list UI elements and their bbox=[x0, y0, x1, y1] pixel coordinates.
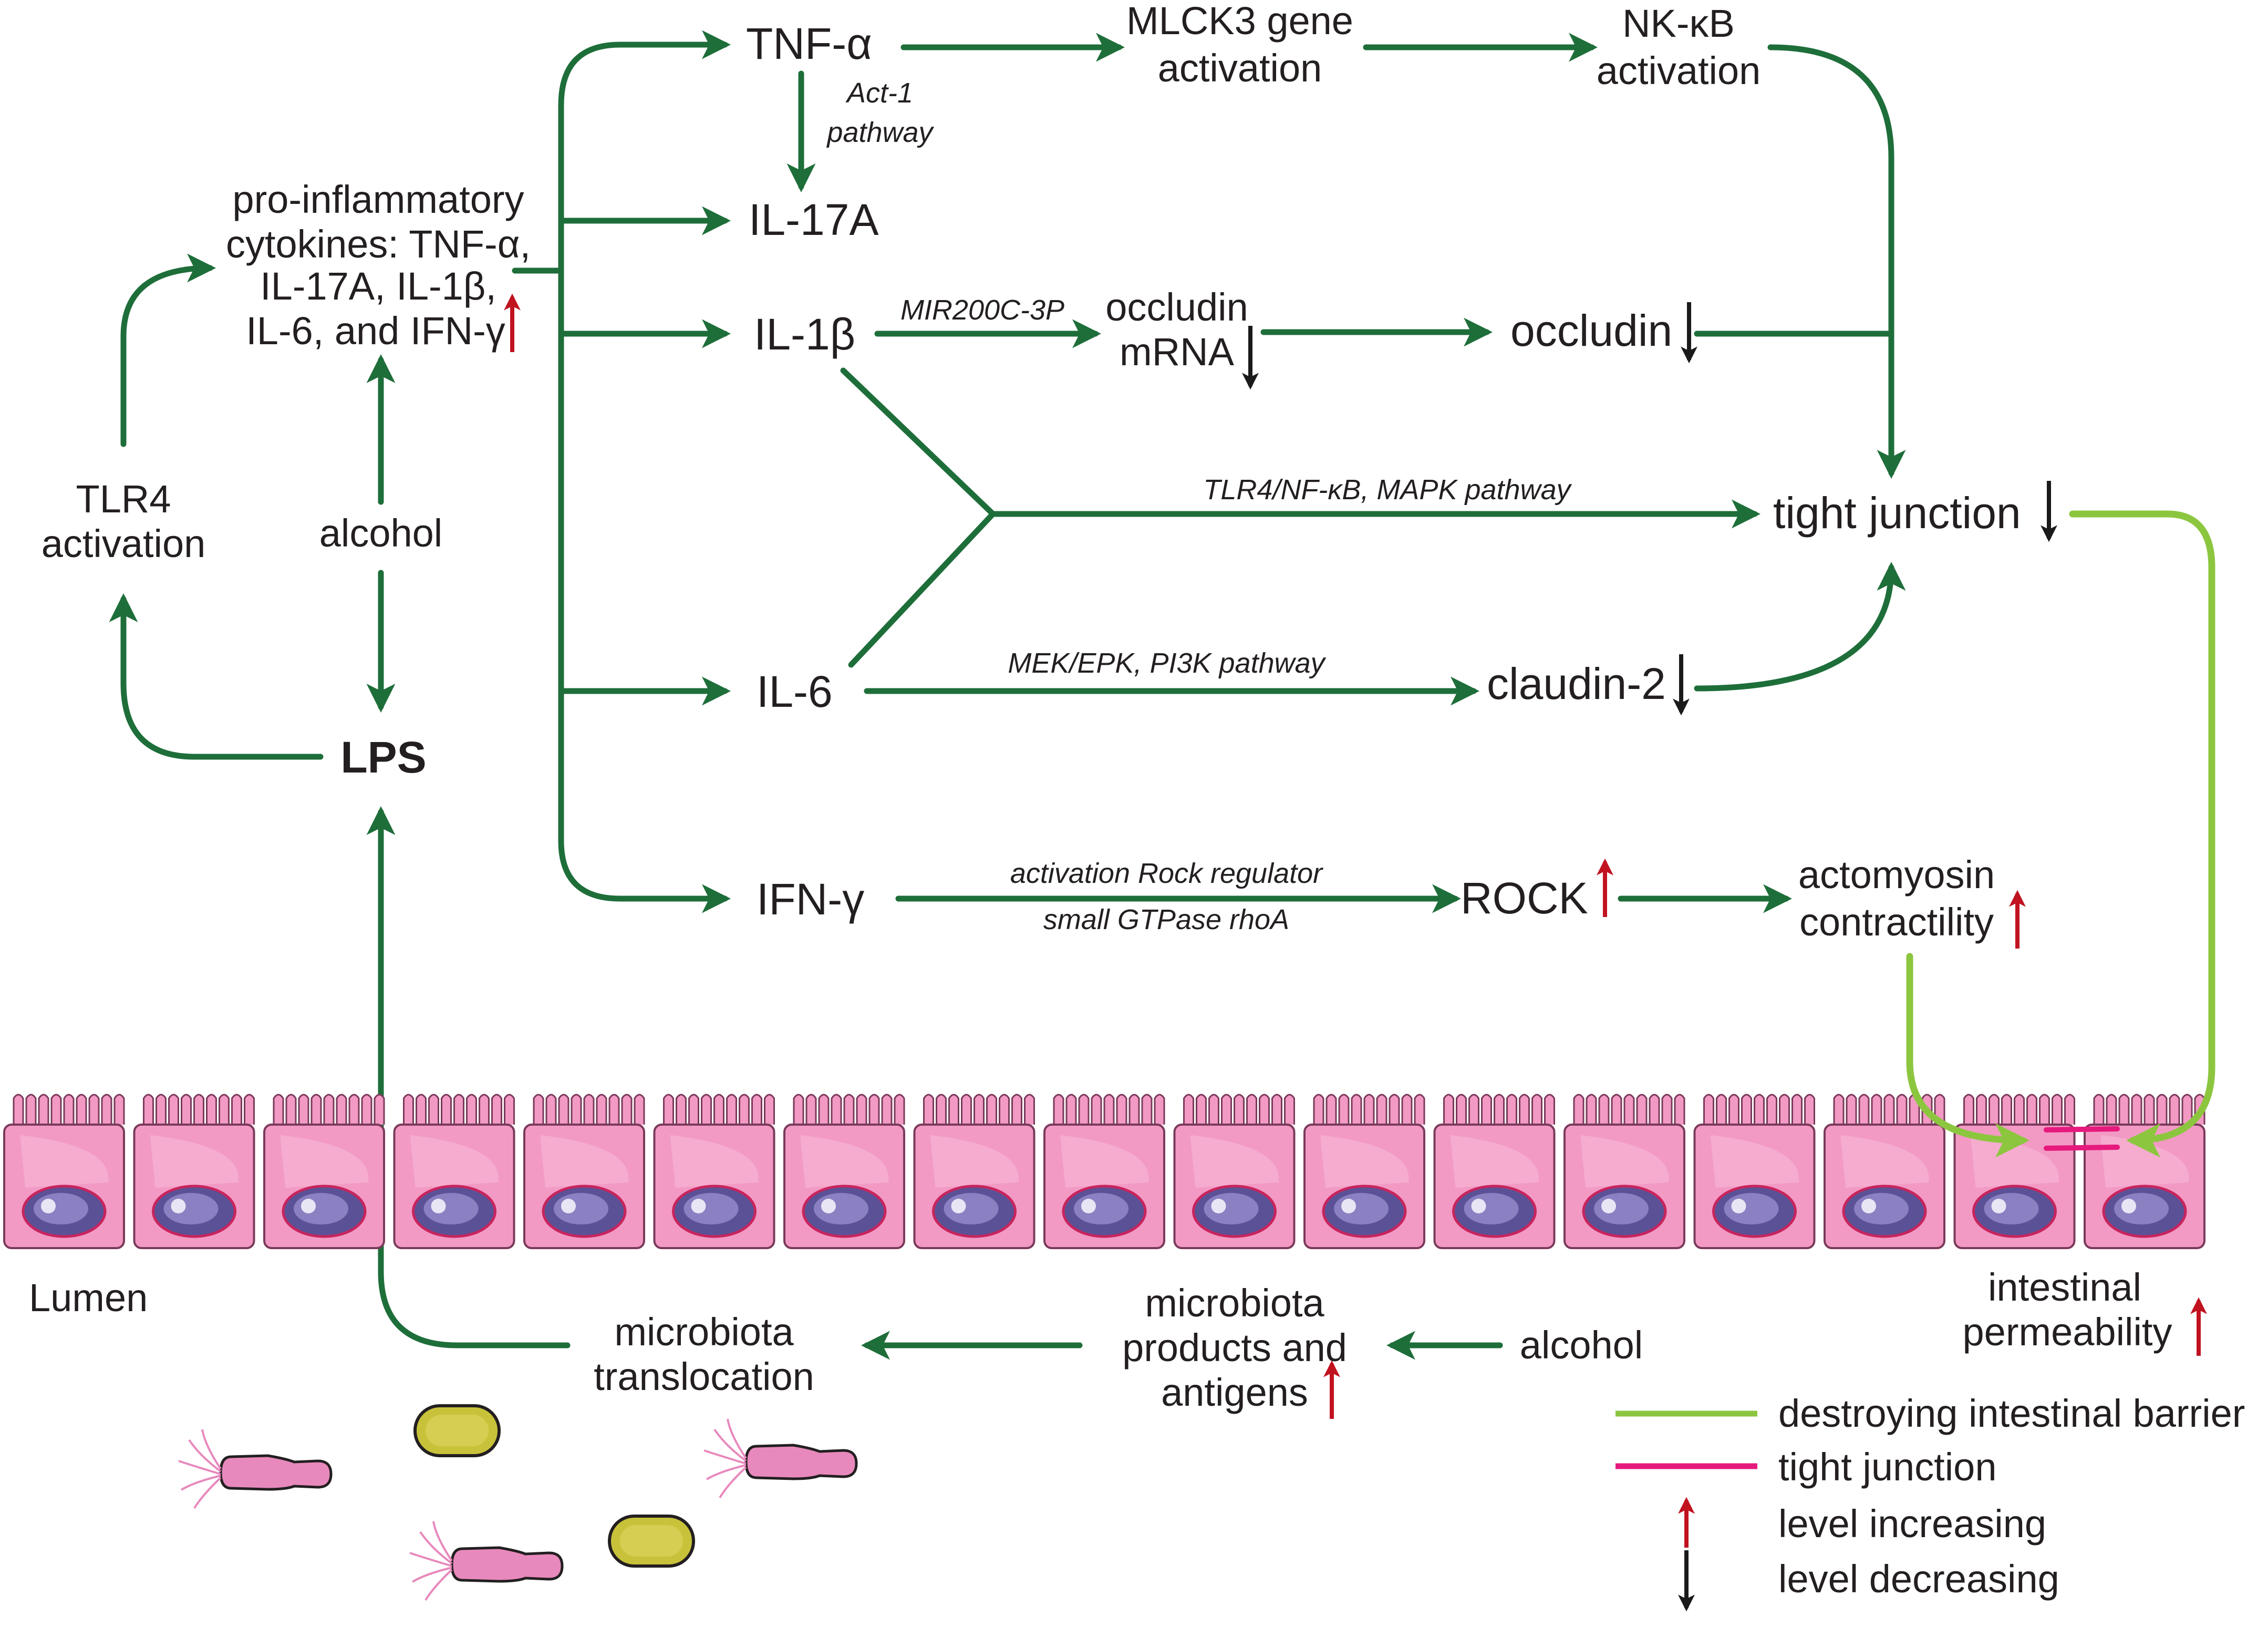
occludin-mrna-line1: occludin bbox=[1105, 285, 1248, 329]
arrow-translocation-to-lps bbox=[366, 806, 571, 1348]
legend-label-3: level decreasing bbox=[1778, 1557, 2059, 1601]
epithelial-cell bbox=[783, 1094, 905, 1249]
nkkb-label-line2: activation bbox=[1597, 49, 1761, 92]
translocation-label-line2: translocation bbox=[594, 1355, 814, 1398]
epithelial-cell bbox=[1824, 1094, 1945, 1249]
epithelial-cell bbox=[263, 1094, 385, 1249]
rod-bacterium-2-icon bbox=[703, 1418, 858, 1499]
tlr4-label-line1: TLR4 bbox=[76, 477, 171, 521]
epithelial-cell bbox=[133, 1094, 255, 1249]
il6-label: IL-6 bbox=[757, 667, 833, 716]
mlck3-label-line1: MLCK3 gene bbox=[1126, 0, 1353, 43]
occludin-label: occludin bbox=[1510, 306, 1672, 355]
lps-label: LPS bbox=[340, 733, 426, 782]
translocation-label-line1: microbiota bbox=[614, 1310, 794, 1354]
epithelial-cell bbox=[2084, 1094, 2205, 1249]
rock-regulator-label: activation Rock regulator bbox=[1010, 858, 1323, 889]
fork-il6 bbox=[848, 511, 996, 668]
rock-label: ROCK bbox=[1461, 873, 1588, 923]
epithelial-cell bbox=[523, 1094, 645, 1249]
arrow-tj-to-barrier bbox=[2069, 510, 2215, 1158]
legend-label-2: level increasing bbox=[1778, 1502, 2046, 1546]
level-indicators bbox=[504, 293, 2207, 1419]
tnf-label: TNF-α bbox=[746, 19, 872, 68]
tlr4-label-line2: activation bbox=[42, 522, 206, 565]
legend: destroying intestinal barrier tight junc… bbox=[1615, 1392, 2245, 1612]
bacteria-group bbox=[178, 1404, 858, 1601]
oval-bacterium-2-icon bbox=[608, 1515, 695, 1568]
permeability-label-line2: permeability bbox=[1963, 1310, 2172, 1354]
epithelial-cell bbox=[1563, 1094, 1685, 1249]
alcohol-top-label: alcohol bbox=[319, 511, 443, 555]
barrier-arrows bbox=[1906, 510, 2215, 1158]
lumen-label: Lumen bbox=[29, 1276, 148, 1320]
cytokines-label-line1: pro-inflammatory bbox=[232, 178, 524, 221]
epithelial-cell bbox=[1043, 1094, 1165, 1249]
mlck3-label-line2: activation bbox=[1158, 46, 1322, 90]
epithelial-cell-layer bbox=[3, 1094, 2205, 1249]
epithelial-cell bbox=[1433, 1094, 1556, 1249]
mir-label: MIR200C-3P bbox=[900, 294, 1064, 326]
rod-bacterium-3-icon bbox=[409, 1521, 564, 1601]
arrow-acto-to-barrier bbox=[1906, 953, 2029, 1158]
products-label-line1: microbiota bbox=[1145, 1281, 1324, 1325]
epithelial-cell bbox=[1693, 1094, 1816, 1249]
ifn-label: IFN-γ bbox=[757, 874, 864, 924]
labels: TNF-α MLCK3 gene activation NK-κB activa… bbox=[29, 0, 2172, 1414]
actomyosin-label-line1: actomyosin bbox=[1798, 853, 1995, 897]
permeability-label-line1: intestinal bbox=[1988, 1265, 2141, 1309]
act1-label-line1: Act-1 bbox=[845, 77, 913, 109]
epithelial-cell bbox=[653, 1094, 775, 1249]
epithelial-cell bbox=[3, 1094, 125, 1249]
arrow-lps-to-tlr4 bbox=[109, 593, 324, 760]
epithelial-cell bbox=[1303, 1094, 1425, 1249]
cytokines-label-line4: IL-6, and IFN-γ bbox=[246, 309, 505, 353]
cytokines-label-line2: cytokines: TNF-α, bbox=[226, 222, 531, 266]
act1-label-line2: pathway bbox=[826, 117, 934, 148]
arrow-tlr4-to-cytokines bbox=[120, 253, 216, 447]
fork-il1b bbox=[840, 367, 996, 517]
alcohol-bottom-label: alcohol bbox=[1520, 1323, 1643, 1367]
legend-label-0: destroying intestinal barrier bbox=[1778, 1392, 2245, 1435]
gtpase-label: small GTPase rhoA bbox=[1043, 904, 1289, 935]
tight-junction-mark bbox=[2044, 1126, 2120, 1151]
branch-trunk bbox=[558, 30, 731, 108]
epithelial-cell bbox=[393, 1094, 515, 1249]
il1b-label: IL-1β bbox=[754, 310, 855, 359]
legend-label-1: tight junction bbox=[1778, 1445, 1997, 1489]
tight-junction-label: tight junction bbox=[1773, 488, 2021, 538]
nkkb-label-line1: NK-κB bbox=[1622, 2, 1735, 45]
il17a-label: IL-17A bbox=[749, 195, 879, 244]
products-label-line3: antigens bbox=[1161, 1371, 1308, 1414]
epithelial-cell bbox=[913, 1094, 1035, 1249]
branch-trunk-lower bbox=[558, 102, 731, 913]
arrow-claudin-to-tj bbox=[1694, 562, 1906, 692]
tlr4-nfkb-pathway-label: TLR4/NF-κB, MAPK pathway bbox=[1203, 474, 1572, 506]
epithelial-cell bbox=[1953, 1094, 2076, 1249]
epithelial-cell bbox=[1173, 1094, 1296, 1249]
cytokines-label-line3: IL-17A, IL-1β, bbox=[260, 264, 496, 308]
products-label-line2: products and bbox=[1122, 1326, 1347, 1369]
mek-pathway-label: MEK/EPK, PI3K pathway bbox=[1008, 647, 1326, 679]
rod-bacterium-1-icon bbox=[178, 1429, 333, 1509]
oval-bacterium-1-icon bbox=[413, 1404, 501, 1457]
actomyosin-label-line2: contractility bbox=[1799, 900, 1994, 944]
occludin-mrna-line2: mRNA bbox=[1120, 330, 1235, 374]
claudin-label: claudin-2 bbox=[1487, 659, 1666, 708]
arrow-nkkb-to-tj bbox=[1767, 44, 1906, 479]
green-arrows bbox=[109, 30, 1906, 1360]
